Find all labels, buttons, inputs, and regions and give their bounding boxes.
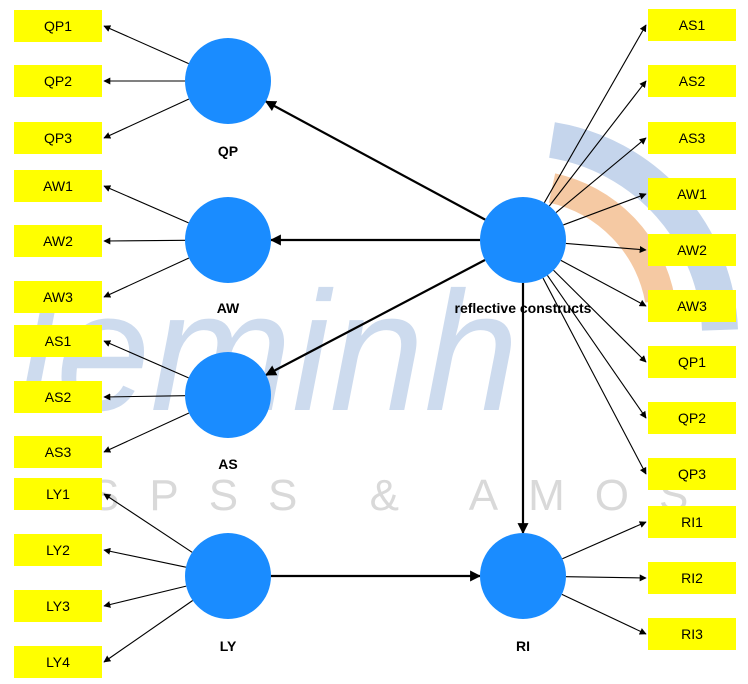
indicator-box-right_rc-2 — [648, 65, 736, 97]
loading-arrow-left_qp-1 — [103, 25, 189, 65]
indicator-label: QP3 — [678, 466, 706, 482]
indicator-label: LY3 — [46, 598, 70, 614]
loading-arrow-left_aw-2 — [103, 237, 186, 245]
indicator-label: AS1 — [679, 17, 706, 33]
indicator-label: AS2 — [679, 73, 706, 89]
indicator-label: AS3 — [45, 444, 72, 460]
latent-label-ri: RI — [516, 638, 530, 654]
indicator-label: QP3 — [44, 130, 72, 146]
indicator-box-right_ri-3 — [648, 618, 736, 650]
loading-arrow-left_as-3 — [103, 412, 190, 453]
loading-arrow-right_ri-3 — [561, 593, 647, 635]
loading-arrow-right_rc-8 — [546, 275, 647, 419]
loading-arrow-right_rc-4 — [563, 192, 647, 226]
loading-arrow-left_ly-2 — [103, 547, 187, 568]
indicator-box-right_ri-2 — [648, 562, 736, 594]
indicator-label: LY2 — [46, 542, 70, 558]
indicator-box-right_rc-7 — [648, 346, 736, 378]
loading-arrow-left_ly-1 — [103, 493, 193, 553]
loading-arrow-right_ri-2 — [565, 574, 647, 582]
indicator-box-left_as-1 — [14, 325, 102, 357]
indicator-box-left_as-3 — [14, 436, 102, 468]
latent-label-qp: QP — [218, 143, 238, 159]
indicator-box-left_qp-2 — [14, 65, 102, 97]
indicator-box-right_rc-4 — [648, 178, 736, 210]
indicator-label: QP1 — [44, 18, 72, 34]
indicator-label: AS3 — [679, 130, 706, 146]
edges — [103, 24, 647, 663]
indicator-label: QP2 — [678, 410, 706, 426]
loading-arrow-left_aw-3 — [103, 257, 190, 298]
indicator-box-right_rc-1 — [648, 9, 736, 41]
loading-arrow-left_aw-1 — [103, 185, 189, 224]
loading-arrow-right_rc-9 — [542, 277, 647, 475]
indicator-label: AW2 — [43, 233, 73, 249]
indicator-box-right_rc-5 — [648, 234, 736, 266]
latent-label-ly: LY — [220, 638, 237, 654]
loading-arrow-left_ly-4 — [103, 600, 193, 663]
loading-arrow-left_qp-3 — [103, 98, 190, 139]
indicator-box-left_qp-3 — [14, 122, 102, 154]
loading-arrow-left_as-1 — [103, 340, 189, 379]
indicator-label: LY1 — [46, 486, 70, 502]
indicator-box-right_ri-1 — [648, 506, 736, 538]
indicators: QP1QP2QP3AW1AW2AW3AS1AS2AS3LY1LY2LY3LY4A… — [14, 9, 736, 678]
indicator-box-left_aw-1 — [14, 170, 102, 202]
indicator-label: RI3 — [681, 626, 703, 642]
latent-circle-ly — [185, 533, 271, 619]
indicator-label: AW1 — [677, 186, 707, 202]
latent-circle-aw — [185, 197, 271, 283]
indicator-box-right_rc-8 — [648, 402, 736, 434]
indicator-box-left_qp-1 — [14, 10, 102, 42]
latent-label-rc: reflective constructs — [455, 300, 592, 316]
watermark: leminh SPSS & AMOS — [18, 122, 738, 520]
indicator-box-right_rc-9 — [648, 458, 736, 490]
indicator-box-left_aw-2 — [14, 225, 102, 257]
loading-arrow-right_rc-3 — [555, 137, 647, 213]
path-arrow-rc-to-qp — [264, 100, 486, 221]
loading-arrow-right_rc-2 — [548, 80, 647, 207]
indicator-box-left_aw-3 — [14, 281, 102, 313]
watermark-subtitle: SPSS & AMOS — [90, 471, 718, 520]
loading-arrow-right_rc-1 — [543, 24, 647, 203]
indicator-label: AS1 — [45, 333, 72, 349]
latent-circle-ri — [480, 533, 566, 619]
latent-circle-qp — [185, 38, 271, 124]
loading-arrow-right_rc-7 — [553, 269, 647, 363]
latent-label-as: AS — [218, 456, 237, 472]
loading-arrow-right_ri-1 — [562, 521, 647, 560]
indicator-box-left_ly-3 — [14, 590, 102, 622]
indicator-label: RI1 — [681, 514, 703, 530]
indicator-label: QP2 — [44, 73, 72, 89]
loading-arrow-right_rc-5 — [565, 242, 647, 253]
loading-arrow-left_ly-3 — [103, 585, 187, 608]
indicator-box-left_ly-4 — [14, 646, 102, 678]
indicator-box-left_ly-1 — [14, 478, 102, 510]
indicator-box-left_as-2 — [14, 381, 102, 413]
indicator-label: AW2 — [677, 242, 707, 258]
indicator-label: LY4 — [46, 654, 70, 670]
indicator-box-left_ly-2 — [14, 534, 102, 566]
path-arrow-rc-to-as — [265, 259, 486, 376]
latent-circle-rc — [480, 197, 566, 283]
watermark-arc-orange — [548, 173, 675, 304]
latent-label-aw: AW — [217, 300, 240, 316]
indicator-label: AW3 — [43, 289, 73, 305]
indicator-label: AW3 — [677, 298, 707, 314]
loading-arrow-left_as-2 — [103, 393, 186, 401]
indicator-label: AS2 — [45, 389, 72, 405]
latent-circle-as — [185, 352, 271, 438]
indicator-label: AW1 — [43, 178, 73, 194]
indicator-box-right_rc-3 — [648, 122, 736, 154]
indicator-box-right_rc-6 — [648, 290, 736, 322]
indicator-label: RI2 — [681, 570, 703, 586]
loading-arrow-right_rc-6 — [560, 259, 647, 307]
indicator-label: QP1 — [678, 354, 706, 370]
